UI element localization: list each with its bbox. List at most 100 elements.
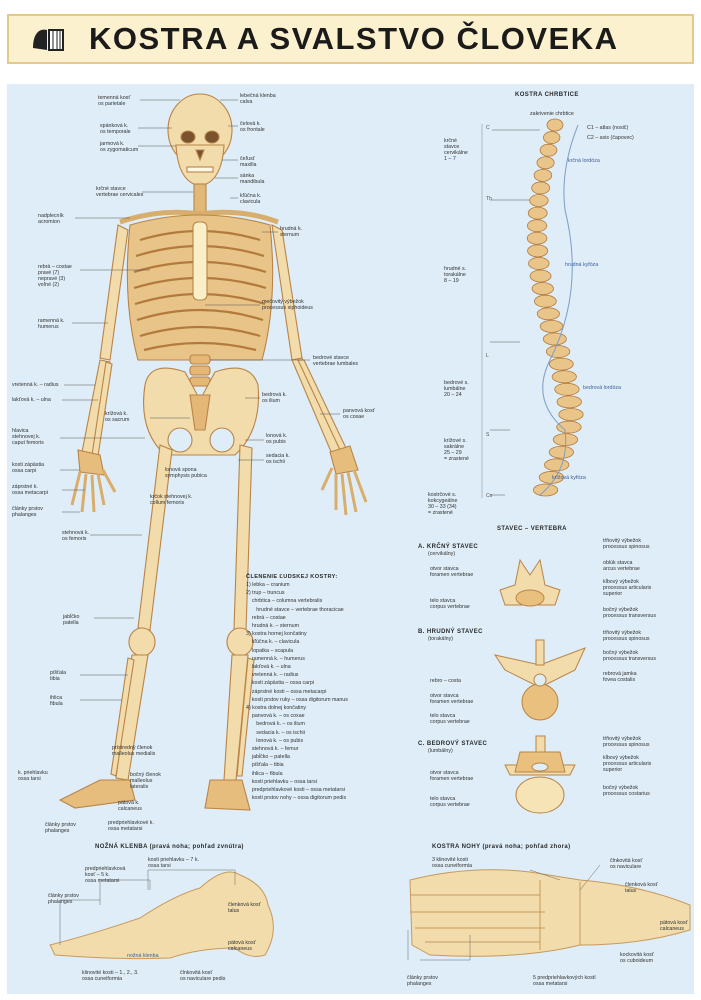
foot-skeleton-label: členková kosť talus [625,882,658,894]
classification-line: lopatka – scapula [246,647,294,654]
vertebra-type-heading: A. KRČNÝ STAVEC [418,544,479,550]
skeleton-label: mečovitý výbežok processus xiphoideus [262,299,313,311]
classification-line: lonová k. – os pubis [246,737,304,744]
spine-label: bedrová lordóza [583,385,621,391]
skeleton-label: nadplecník acromion [38,213,64,225]
vertebra-shape [536,307,560,321]
vertebra-shape [546,118,564,132]
vertebra-label: rebro – costa [430,678,461,684]
vertebra-label: (cervikálny) [428,551,456,557]
skeleton-label: bočný členok malleolus lateralis [130,772,161,790]
cervical-vertebra [499,558,561,607]
full-skeleton [58,93,368,811]
foot-arch-title: NOŽNÁ KLENBA (pravá noha; pohľad zvnútra… [95,844,244,850]
vertebra-label: rebrová jamka fovea costalis [603,671,637,683]
vertebral-column [526,118,584,497]
skeleton-label: lonová k. os pubis [266,433,288,445]
vertebra-shape [554,382,580,396]
vertebra-illustrations [493,558,586,814]
vertebra-shape [542,332,567,346]
vertebra-label: kĺbový výbežok processus articularis sup… [603,579,652,597]
classification-line: kosti prstov nohy – ossa digitorum pedis [246,795,347,802]
skeleton-label: panvová kosť os coxae [343,408,375,420]
skeleton-label: jarmová k. os zygomaticum [100,141,139,153]
skeleton-label: články prstov phalanges [45,822,76,834]
foot-arch-label: články prstov phalanges [48,893,79,905]
vertebra-label: otvor stavca foramen vertebrae [430,693,474,705]
foot-skeleton-label: články prstov phalanges [407,975,438,987]
vertebra-label: bočný výbežok processus transversus [603,607,656,619]
spine-region-marker: C [486,125,490,131]
publisher-logo-icon [33,29,64,51]
vertebra-label: bočný výbežok processus costarius [603,785,650,797]
foot-arch-label: kosti priehlavku – 7 k. ossa tarsi [148,857,199,869]
foot-arch-label: klinovité kosti – 1., 2., 3. ossa cuneif… [82,970,139,982]
vertebra-type-heading: B. HRUDNÝ STAVEC [418,629,483,635]
foot-skeleton-title: KOSTRA NOHY (pravá noha; pohľad zhora) [432,844,571,850]
spine-label: krčná lordóza [568,158,600,164]
classification-title: ČLENENIE ĽUDSKEJ KOSTRY: [246,574,338,580]
vertebra-label: (lumbálny) [428,748,453,754]
vertebra-label: telo stavca corpus vertebrae [430,713,470,725]
vertebra-shape [528,257,550,270]
classification-line: kľúčna k. – clavicula [246,639,300,646]
foot-arch-label: člnkovitá kosť os naviculare pedis [180,970,226,982]
skeleton-label: hrudná k. sternum [280,226,303,238]
skeleton-label: predpriehlavkové k. ossa metatarsi [108,820,154,832]
foot-arch-label: pätová kosť calcaneus [228,940,256,952]
skeleton-label: ramenná k. humerus [38,318,65,330]
vertebra-shape [558,408,584,421]
classification-line: kosti prstov ruky – ossa digitorum manus [246,696,348,703]
vertebra-shape [551,370,577,384]
foot-skeleton-label: 3 klinovité kosti ossa cuneiformia [432,857,473,869]
foot-side-view [49,871,274,960]
classification-line: vretenná k. – radius [246,672,299,679]
vertebra-shape [539,319,564,333]
vertebra-shape [529,194,549,207]
spine-label: krížová kyfóza [552,475,586,481]
vertebra-label: tŕňovitý výbežok processus spinosus [603,736,650,748]
skeleton-label: spánková k. os temporale [100,123,131,135]
classification-line: kosti zápästia – ossa carpi [246,680,315,687]
spine-region-marker: S [486,432,490,438]
vertebra-shape [548,445,574,459]
classification-line: 3) kostra hornej končatiny [246,631,307,638]
leader-lines [60,99,540,701]
skeleton-label: rebrá – costae pravé (7) nepravé (3) voľ… [38,264,72,288]
poster-title: KOSTRA A SVALSTVO ČLOVEKA [89,21,619,56]
classification-line: ramenná k. – humerus [246,655,305,662]
skeleton-label: stehnová k. os femoris [62,530,90,542]
spine-label: C1 – atlas (nosič) [587,125,629,131]
skeleton-label: vretenná k. – radius [12,382,59,388]
spine-curvature-line [539,124,579,496]
foot-skeleton-label: člnkovitá kosť os naviculare [610,858,643,870]
classification-line: 2) trup – truncus [246,590,285,597]
skeleton-label: kosti zápästia ossa carpi [12,462,45,474]
skeleton-label: bedrová k. os ilium [262,392,287,404]
foot-illustrations [49,869,691,960]
spine-label: krčné stavce cervikálne 1 – 7 [444,138,468,162]
classification-line: záprstné kosti – ossa metacarpi [246,688,327,695]
skeleton-label: sánka mandibula [240,173,265,185]
foot-label-frames [59,864,601,961]
spine-region-marker: Th [486,196,492,202]
classification-line: panvová k. – os coxae [246,713,305,720]
vertebra-shape [529,269,552,283]
vertebra-label: kĺbový výbežok processus articularis sup… [603,755,652,773]
skeleton-label: prístredný členok malleolus medialis [112,745,156,757]
skeleton-label: k. priehlavku ossa tarsi [18,770,48,782]
thoracic-vertebra [493,639,586,721]
classification-line: stehnová k. – femur [246,746,299,753]
vertebra-shape [536,156,555,170]
lumbar-vertebra [504,735,576,814]
spine-label: bedrové s. lumbálne 20 – 24 [444,380,469,398]
skeleton-label: hlavica stehnovej k. caput femoris [12,428,44,446]
vertebra-shape [544,458,570,472]
skeleton-label: temenná kosť os parietale [98,95,131,107]
spine-region-marker: L [486,353,489,359]
skeleton-label: ihlica fibula [50,695,63,707]
classification-line: 1) lebka – cranium [246,582,290,588]
skeleton-label: záprstné k. ossa metacarpi [12,484,48,496]
classification-line: rebrá – costae [246,614,286,621]
